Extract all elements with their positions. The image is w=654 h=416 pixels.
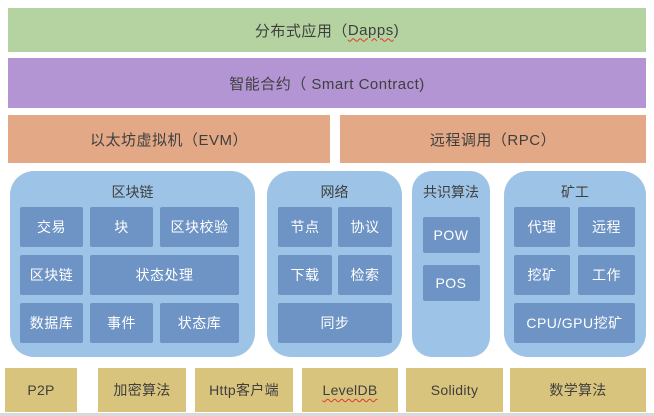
panel-blockchain-title: 区块链 — [111, 184, 154, 200]
panel-blockchain: 区块链 交易 块 区块校验 区块链 状态处理 数据库 事件 状态库 — [10, 171, 255, 357]
rpc-label: 远程调用（RPC） — [429, 131, 557, 149]
box-protocol: 协议 — [338, 207, 392, 247]
panel-consensus-title: 共识算法 — [423, 184, 479, 200]
dapps-label-suffix: ) — [393, 21, 400, 39]
panel-blockchain-grid: 交易 块 区块校验 区块链 状态处理 数据库 事件 状态库 — [10, 204, 255, 343]
solidity-label: Solidity — [430, 382, 479, 398]
panel-consensus-stack: POW POS — [412, 204, 490, 301]
box-database: 数据库 — [20, 303, 83, 343]
box-work: 工作 — [578, 255, 635, 295]
panel-network-grid: 节点 协议 下载 检索 同步 — [267, 204, 402, 343]
box-mining: 挖矿 — [514, 255, 570, 295]
bottom-bar-p2p: P2P — [5, 368, 77, 412]
bottom-bar-math-algorithms: 数学算法 — [510, 368, 646, 412]
panel-network: 网络 节点 协议 下载 检索 同步 — [267, 171, 402, 357]
smart-contract-label: 智能合约（ Smart Contract) — [229, 75, 425, 93]
evm-label: 以太坊虚拟机（EVM） — [89, 131, 248, 149]
box-retrieval: 检索 — [338, 255, 392, 295]
box-sync: 同步 — [278, 303, 392, 343]
box-pow: POW — [422, 217, 480, 253]
panel-miner: 矿工 代理 远程 挖矿 工作 CPU/GPU挖矿 — [504, 171, 646, 357]
box-blockchain: 区块链 — [20, 255, 83, 295]
layer-rpc: 远程调用（RPC） — [340, 115, 646, 163]
box-state-processing: 状态处理 — [90, 255, 239, 295]
box-event: 事件 — [90, 303, 153, 343]
box-download: 下载 — [278, 255, 332, 295]
dapps-label-underlined: Dapps — [347, 21, 394, 39]
layer-evm: 以太坊虚拟机（EVM） — [8, 115, 330, 163]
panel-network-title: 网络 — [320, 184, 349, 200]
box-remote: 远程 — [578, 207, 635, 247]
http-client-label: Http客户端 — [209, 382, 279, 398]
box-block-validation: 区块校验 — [160, 207, 239, 247]
dapps-label-prefix: 分布式应用（ — [254, 22, 348, 40]
bottom-edge-divider — [0, 413, 654, 416]
panel-miner-title: 矿工 — [561, 184, 589, 200]
box-pos: POS — [422, 265, 480, 301]
p2p-label: P2P — [27, 382, 55, 398]
box-node: 节点 — [278, 207, 332, 247]
layer-smart-contract: 智能合约（ Smart Contract) — [8, 58, 646, 108]
panel-miner-grid: 代理 远程 挖矿 工作 CPU/GPU挖矿 — [504, 204, 646, 343]
box-state-db: 状态库 — [160, 303, 239, 343]
bottom-bar-http-client: Http客户端 — [195, 368, 293, 412]
bottom-bar-leveldb: LevelDB — [302, 368, 398, 412]
bottom-bar-solidity: Solidity — [406, 368, 503, 412]
box-block: 块 — [90, 207, 153, 247]
layer-dapps: 分布式应用（ Dapps) — [8, 8, 646, 52]
panel-consensus: 共识算法 POW POS — [412, 171, 490, 357]
crypto-algorithms-label: 加密算法 — [113, 382, 171, 398]
bottom-bar-crypto-algorithms: 加密算法 — [98, 368, 186, 412]
box-cpu-gpu-mining: CPU/GPU挖矿 — [514, 303, 635, 343]
box-agent: 代理 — [514, 207, 570, 247]
leveldb-label: LevelDB — [322, 382, 378, 398]
box-transaction: 交易 — [20, 207, 83, 247]
math-algorithms-label: 数学算法 — [549, 382, 607, 398]
